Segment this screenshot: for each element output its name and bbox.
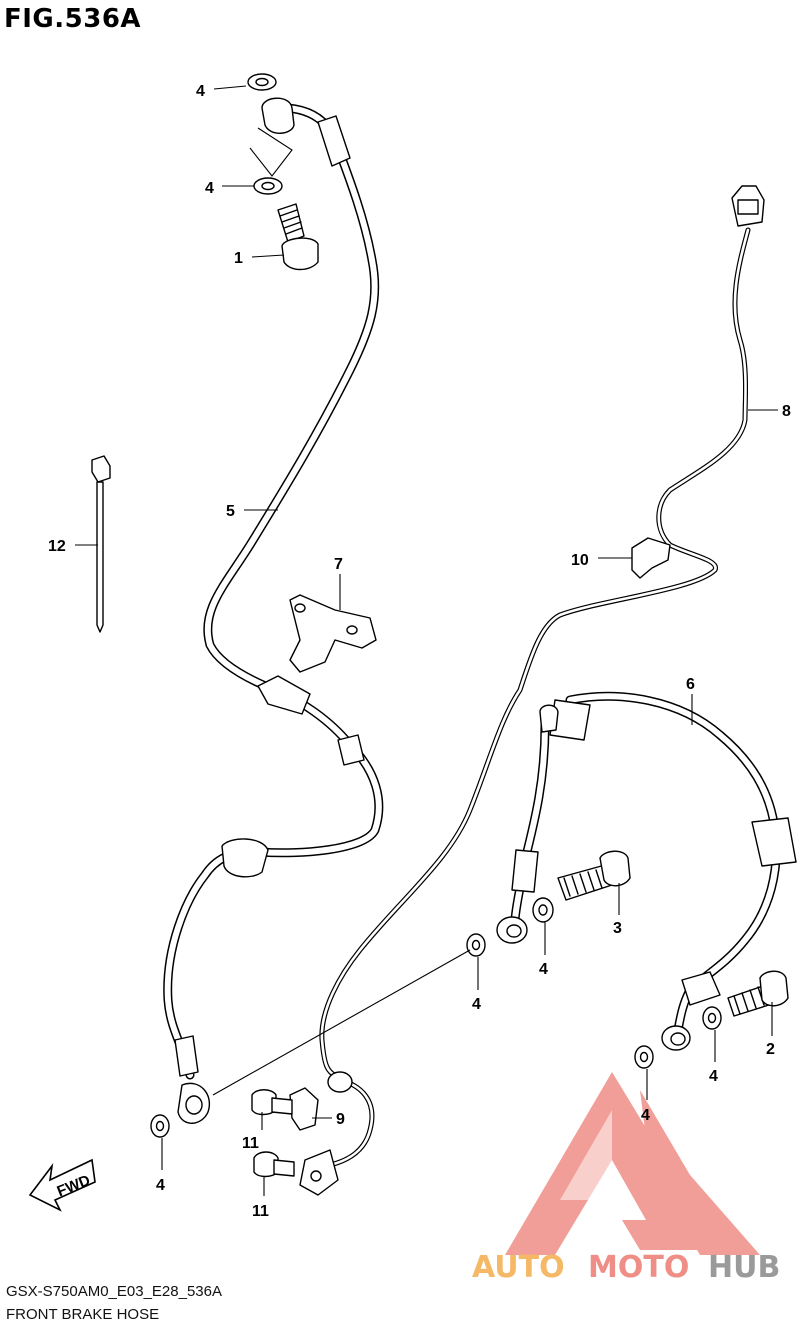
- callout-11b: 11: [252, 1203, 269, 1220]
- callout-9: 9: [336, 1111, 345, 1128]
- part-code: GSX-S750AM0_E03_E28_536A: [6, 1283, 222, 1300]
- part-description: FRONT BRAKE HOSE: [6, 1306, 160, 1323]
- callout-1: 1: [234, 250, 243, 267]
- callout-4g: 4: [156, 1177, 165, 1194]
- callout-4b: 4: [205, 180, 214, 197]
- watermark-part1: AUTO: [472, 1250, 565, 1285]
- gasket-top-2: [253, 177, 283, 195]
- callout-5: 5: [226, 503, 235, 520]
- callout-7: 7: [334, 556, 343, 573]
- clamp-10: [631, 537, 671, 579]
- callout-4e: 4: [709, 1068, 718, 1085]
- callout-4a: 4: [196, 83, 205, 100]
- bracket-7: [289, 594, 377, 673]
- gasket-right-2: [634, 1045, 654, 1069]
- brake-hose-6: [496, 691, 797, 1051]
- gasket-left: [150, 1114, 170, 1138]
- gasket-top-1: [247, 73, 277, 91]
- abs-sensor-lead-8: [299, 185, 765, 1196]
- callout-6: 6: [686, 676, 695, 693]
- callouts: 4 4 1 5 12 7 8 10 6 3 4 4 2: [48, 83, 791, 1220]
- union-bolt-1: [277, 203, 319, 271]
- callout-11a: 11: [242, 1135, 259, 1152]
- clamp-9: [289, 1087, 319, 1131]
- bracket-7-hole-2: [346, 625, 358, 635]
- callout-4d: 4: [472, 996, 481, 1013]
- gasket-mid-2: [466, 933, 486, 957]
- union-bolt-2: [727, 970, 789, 1017]
- assembly-line-top: [249, 127, 293, 177]
- watermark-part3: HUB: [708, 1250, 780, 1285]
- callout-8: 8: [782, 403, 791, 420]
- callout-10: 10: [571, 552, 589, 569]
- gasket-right-1: [702, 1006, 722, 1030]
- figure-title: FIG.536A: [4, 4, 142, 34]
- gasket-mid-1: [532, 897, 554, 923]
- bracket-7-hole: [294, 603, 306, 613]
- callout-12: 12: [48, 538, 66, 555]
- fwd-arrow-icon: FWD: [28, 1158, 96, 1212]
- callout-3: 3: [613, 920, 622, 937]
- callout-4f: 4: [641, 1107, 650, 1124]
- assembly-line-left: [212, 949, 471, 1096]
- brake-hose-5: [163, 97, 384, 1124]
- union-bolt-3: [557, 850, 631, 901]
- watermark-logo: [505, 1072, 760, 1255]
- cable-tie-12: [91, 455, 111, 633]
- watermark-wordmark: AUTO MOTO HUB: [472, 1250, 780, 1285]
- bolt-11-lower: [253, 1151, 295, 1178]
- watermark-part2: MOTO: [588, 1250, 689, 1285]
- callout-4c: 4: [539, 961, 548, 978]
- callout-2: 2: [766, 1041, 775, 1058]
- bolt-11-upper: [251, 1089, 293, 1116]
